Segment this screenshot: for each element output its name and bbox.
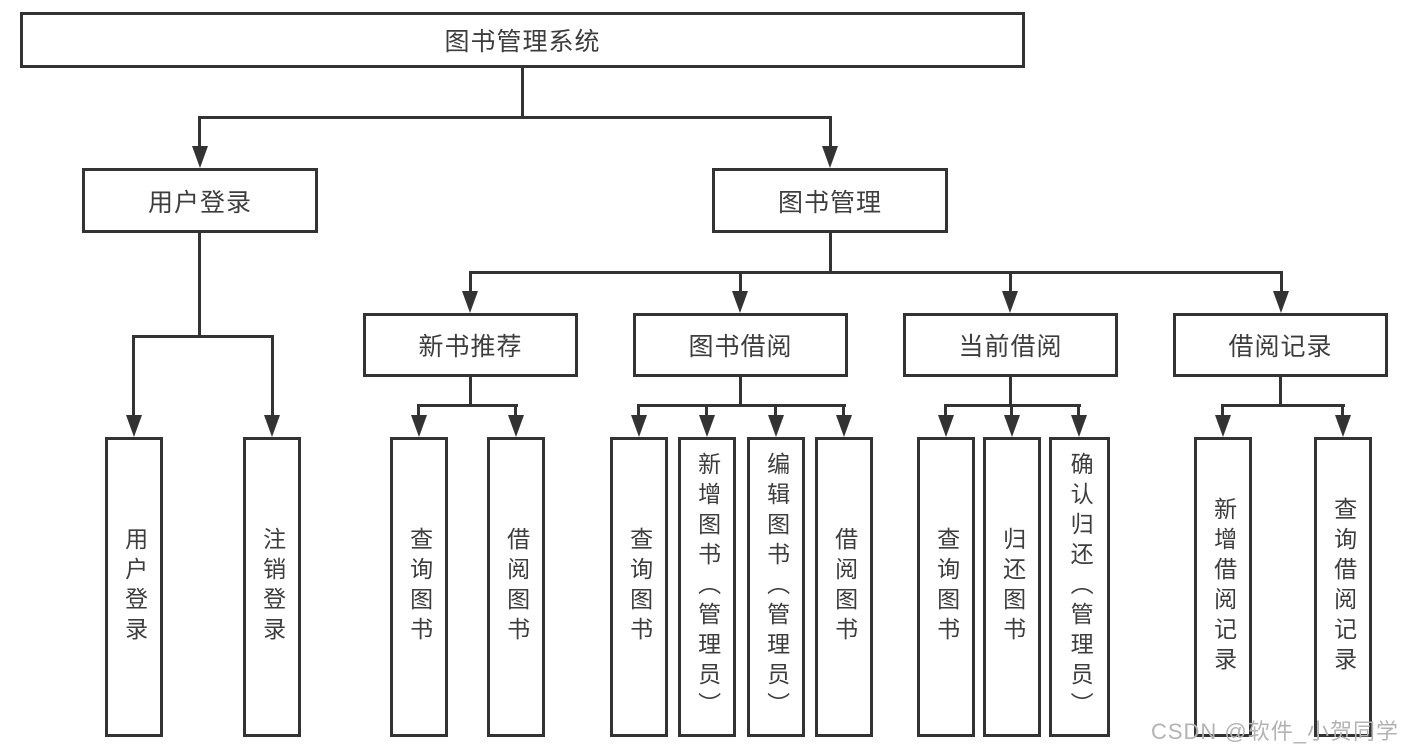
connector-line [469,271,472,293]
leaf-borrow-query-books-label: 查询图书 [626,527,653,647]
connector-line [637,404,846,407]
connector-line [469,271,1283,274]
arrowhead [192,146,208,168]
arrowhead [836,415,852,437]
connector-line [842,404,845,418]
connector-line [198,233,201,337]
arrowhead [699,415,715,437]
node-root: 图书管理系统 [20,12,1025,68]
connector-line [132,335,135,419]
connector-line [469,377,472,407]
arrowhead [1215,415,1231,437]
connector-line [514,404,517,418]
connector-line [1221,404,1224,418]
connector-line [1280,271,1283,293]
arrowhead [631,415,647,437]
leaf-borrow-add-books-admin-label: 新增图书（管理员） [694,452,721,722]
leaf-current-query-books: 查询图书 [917,437,975,737]
node-current-borrow: 当前借阅 [903,313,1118,377]
leaf-records-query-record-label: 查询借阅记录 [1330,497,1357,677]
arrowhead [1273,291,1289,313]
node-user-login-label: 用户登录 [147,188,252,217]
arrowhead [768,415,784,437]
leaf-current-confirm-return-admin: 确认归还（管理员） [1049,437,1110,737]
connector-line [829,116,832,148]
connector-line [198,116,832,119]
leaf-current-return-books: 归还图书 [983,437,1041,737]
connector-line [739,377,742,407]
connector-line [774,404,777,418]
connector-line [417,404,420,418]
leaf-current-query-books-label: 查询图书 [933,527,960,647]
leaf-current-confirm-return-admin-label: 确认归还（管理员） [1067,452,1094,722]
connector-line [417,404,518,407]
arrowhead [411,415,427,437]
leaf-user-login-label: 用户登录 [121,527,148,647]
leaf-borrow-query-books: 查询图书 [610,437,668,737]
arrowhead [822,146,838,168]
connector-line [1077,404,1080,418]
connector-line [521,66,524,118]
connector-line [637,404,640,418]
leaf-logout-label: 注销登录 [259,527,286,647]
connector-line [739,271,742,293]
node-book-borrow-label: 图书借阅 [688,333,793,361]
connector-line [271,335,274,419]
leaf-records-query-record: 查询借阅记录 [1314,437,1372,737]
arrowhead [938,415,954,437]
node-root-label: 图书管理系统 [444,28,601,56]
leaf-borrow-add-books-admin: 新增图书（管理员） [678,437,736,737]
arrowhead [1335,415,1351,437]
node-current-borrow-label: 当前借阅 [958,333,1063,361]
connector-line [198,116,201,148]
node-book-borrow: 图书借阅 [633,313,848,377]
connector-line [1221,404,1345,407]
arrowhead [732,291,748,313]
csdn-watermark: CSDN @软件_小贺同学 [1150,719,1399,744]
leaf-records-add-record: 新增借阅记录 [1194,437,1252,737]
connector-line [1009,271,1012,293]
arrowhead [462,291,478,313]
node-book-management-label: 图书管理 [777,188,882,217]
connector-line [1010,404,1013,418]
node-book-management: 图书管理 [712,168,948,233]
leaf-recommend-borrow-books: 借阅图书 [487,437,545,737]
leaf-current-return-books-label: 归还图书 [999,527,1026,647]
leaf-borrow-edit-books-admin-label: 编辑图书（管理员） [763,452,790,722]
leaf-recommend-borrow-books-label: 借阅图书 [503,527,530,647]
arrowhead [264,415,280,437]
leaf-borrow-borrow-books-label: 借阅图书 [831,527,858,647]
node-new-book-recommend: 新书推荐 [363,313,578,377]
connector-line [705,404,708,418]
arrowhead [1004,415,1020,437]
node-borrow-records: 借阅记录 [1173,313,1388,377]
connector-line [1009,377,1012,407]
connector-line [829,233,832,273]
arrowhead [1071,415,1087,437]
connector-line [944,404,947,418]
node-new-book-recommend-label: 新书推荐 [418,333,523,361]
leaf-borrow-borrow-books: 借阅图书 [815,437,873,737]
leaf-user-login: 用户登录 [105,437,163,737]
connector-line [1279,377,1282,407]
arrowhead [508,415,524,437]
leaf-borrow-edit-books-admin: 编辑图书（管理员） [747,437,805,737]
arrowhead [126,415,142,437]
arrowhead [1002,291,1018,313]
connector-line [132,335,274,338]
leaf-logout: 注销登录 [243,437,301,737]
node-user-login: 用户登录 [82,168,318,233]
leaf-recommend-query-books-label: 查询图书 [406,527,433,647]
connector-line [1341,404,1344,418]
node-borrow-records-label: 借阅记录 [1228,333,1333,361]
leaf-recommend-query-books: 查询图书 [390,437,448,737]
leaf-records-add-record-label: 新增借阅记录 [1210,497,1237,677]
